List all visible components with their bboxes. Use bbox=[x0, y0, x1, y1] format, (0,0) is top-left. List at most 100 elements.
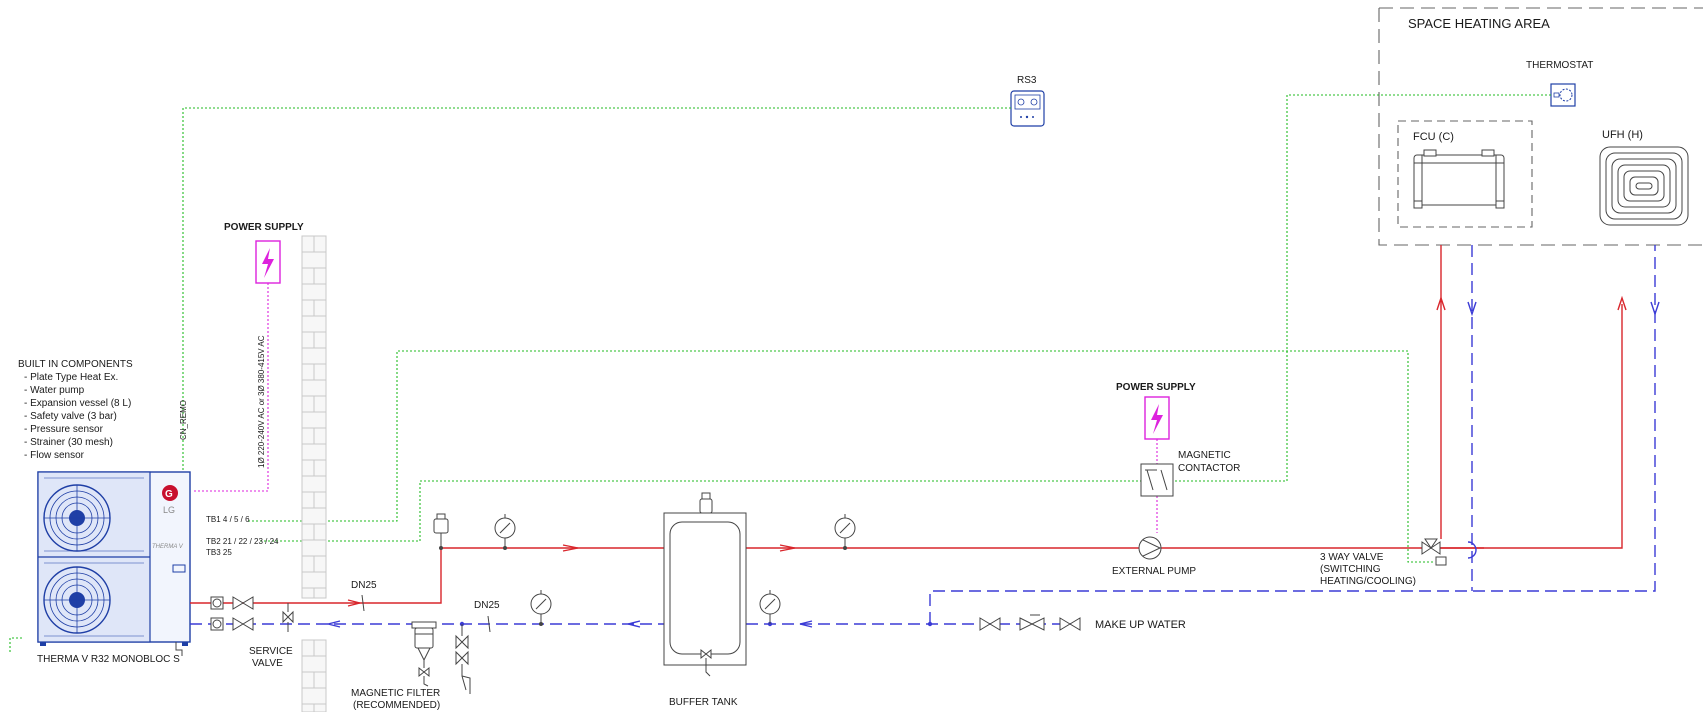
thermostat-icon bbox=[1550, 83, 1576, 107]
power-supply-unit: POWER SUPPLY 1Ø 220-240V AC or 3Ø 380-41… bbox=[192, 222, 304, 492]
wall-brick bbox=[301, 459, 315, 477]
magnetic-contactor-label-1: MAGNETIC bbox=[1178, 450, 1231, 461]
tb2-label: TB2 21 / 22 / 23 / 24 bbox=[206, 537, 279, 546]
fcu-label: FCU (C) bbox=[1413, 131, 1454, 143]
dn25-markers: DN25 DN25 bbox=[351, 580, 500, 633]
wall-brick bbox=[313, 703, 327, 712]
valve-icon bbox=[232, 617, 254, 631]
wall-brick bbox=[301, 331, 315, 349]
magnetic-contactor-label-2: CONTACTOR bbox=[1178, 463, 1240, 474]
wall-brick bbox=[301, 587, 315, 599]
control-wiring: CN_REMO TB1 4 / 5 / 6 TB2 21 / 22 / 23 /… bbox=[9, 94, 1551, 652]
wall-brick bbox=[313, 331, 327, 349]
remote-controller-icon bbox=[1010, 90, 1045, 127]
wall-brick bbox=[301, 395, 315, 413]
wall-brick bbox=[313, 491, 327, 509]
built-in-item: - Water pump bbox=[24, 385, 85, 396]
power-supply-label-1: POWER SUPPLY bbox=[224, 222, 304, 233]
gauge-icon bbox=[530, 590, 552, 626]
wall-brick bbox=[301, 251, 327, 269]
valve-icon bbox=[979, 617, 1001, 631]
valve-icon bbox=[282, 610, 294, 624]
tb3-label: TB3 25 bbox=[206, 548, 232, 557]
wall-brick bbox=[313, 639, 327, 657]
thermostat-label: THERMOSTAT bbox=[1526, 60, 1593, 71]
wall-brick bbox=[301, 703, 315, 712]
wall-brick bbox=[313, 671, 327, 689]
check-valve-icon bbox=[1019, 614, 1045, 631]
magnetic-filter-label-2: (RECOMMENDED) bbox=[353, 700, 440, 711]
wall-brick bbox=[301, 235, 315, 253]
fan-icon bbox=[43, 484, 111, 552]
built-in-item: - Strainer (30 mesh) bbox=[24, 437, 113, 448]
service-valve-label-1: SERVICE bbox=[249, 646, 293, 657]
wall-brick bbox=[301, 507, 327, 525]
wall-brick bbox=[301, 379, 327, 397]
wall-brick bbox=[313, 523, 327, 541]
monobloc-unit: G LG THERMA V THERMA V R32 MONOBLOC S bbox=[37, 471, 191, 665]
lightning-icon bbox=[1151, 404, 1163, 434]
built-in-item: - Flow sensor bbox=[24, 450, 85, 461]
three-way-valve-label-3: HEATING/COOLING) bbox=[1320, 576, 1416, 587]
unit-name-label: THERMA V R32 MONOBLOC S bbox=[37, 654, 180, 665]
wall-brick bbox=[301, 539, 327, 557]
external-pump-label: EXTERNAL PUMP bbox=[1112, 566, 1196, 577]
built-in-item: - Expansion vessel (8 L) bbox=[24, 398, 131, 409]
fan-icon bbox=[43, 566, 111, 634]
wall-brick bbox=[301, 491, 315, 509]
wall-brick bbox=[301, 267, 315, 285]
dn25-label-1: DN25 bbox=[351, 580, 377, 591]
built-in-title: BUILT IN COMPONENTS bbox=[18, 359, 133, 370]
three-way-valve: 3 WAY VALVE (SWITCHING HEATING/COOLING) bbox=[1320, 538, 1447, 587]
make-up-water-label: MAKE UP WATER bbox=[1095, 619, 1186, 631]
wall-brick bbox=[313, 427, 327, 445]
lg-logo: G LG bbox=[162, 485, 178, 515]
wall bbox=[301, 235, 327, 712]
wall-brick bbox=[301, 427, 315, 445]
lightning-icon bbox=[262, 248, 274, 278]
gauge-icon bbox=[494, 514, 516, 550]
gauge-icon bbox=[834, 514, 856, 550]
wall-brick bbox=[313, 363, 327, 381]
power-supply-pump: POWER SUPPLY bbox=[1116, 382, 1196, 533]
wall-brick bbox=[313, 459, 327, 477]
wall-brick bbox=[301, 555, 315, 573]
space-heating-area-title: SPACE HEATING AREA bbox=[1408, 16, 1550, 31]
magnetic-contactor: MAGNETIC CONTACTOR bbox=[1140, 450, 1240, 497]
fan-coil-icon bbox=[1413, 149, 1505, 209]
wall-brick bbox=[301, 687, 327, 705]
wall-brick bbox=[313, 267, 327, 285]
wall-brick bbox=[301, 571, 327, 589]
rs3-remote: RS3 bbox=[1010, 75, 1045, 127]
therma-v-badge: THERMA V bbox=[152, 544, 184, 550]
valve-icon bbox=[232, 596, 254, 610]
service-valve-label-2: VALVE bbox=[252, 658, 283, 669]
wall-brick bbox=[313, 555, 327, 573]
unit-connection-valves: SERVICE VALVE bbox=[210, 596, 294, 669]
wall-brick bbox=[301, 283, 327, 301]
power-rating-label: 1Ø 220-240V AC or 3Ø 380-415V AC bbox=[257, 335, 266, 468]
built-in-components: BUILT IN COMPONENTS - Plate Type Heat Ex… bbox=[18, 359, 133, 461]
drain-valve bbox=[455, 624, 471, 694]
hot-flow-pipe bbox=[190, 245, 1627, 607]
make-up-water: MAKE UP WATER bbox=[979, 614, 1186, 631]
power-supply-label-2: POWER SUPPLY bbox=[1116, 382, 1196, 393]
wall-brick bbox=[301, 443, 327, 461]
wall-brick bbox=[301, 411, 327, 429]
underfloor-heating-icon bbox=[1599, 146, 1689, 226]
buffer-tank: BUFFER TANK bbox=[663, 492, 747, 708]
wall-brick bbox=[301, 363, 315, 381]
wall-brick bbox=[313, 395, 327, 413]
space-heating-area: SPACE HEATING AREA THERMOSTAT FCU (C) UF… bbox=[1378, 7, 1703, 246]
magnetic-filter: MAGNETIC FILTER (RECOMMENDED) bbox=[351, 621, 440, 711]
buffer-tank-label: BUFFER TANK bbox=[669, 697, 738, 708]
pump-icon: EXTERNAL PUMP bbox=[1112, 536, 1196, 577]
wall-brick bbox=[301, 475, 327, 493]
cold-return-pipe bbox=[190, 245, 1660, 628]
lg-logo-text: LG bbox=[163, 505, 175, 515]
wall-brick bbox=[313, 235, 327, 253]
wall-brick bbox=[301, 655, 327, 673]
built-in-item: - Pressure sensor bbox=[24, 424, 104, 435]
wall-brick bbox=[313, 587, 327, 599]
